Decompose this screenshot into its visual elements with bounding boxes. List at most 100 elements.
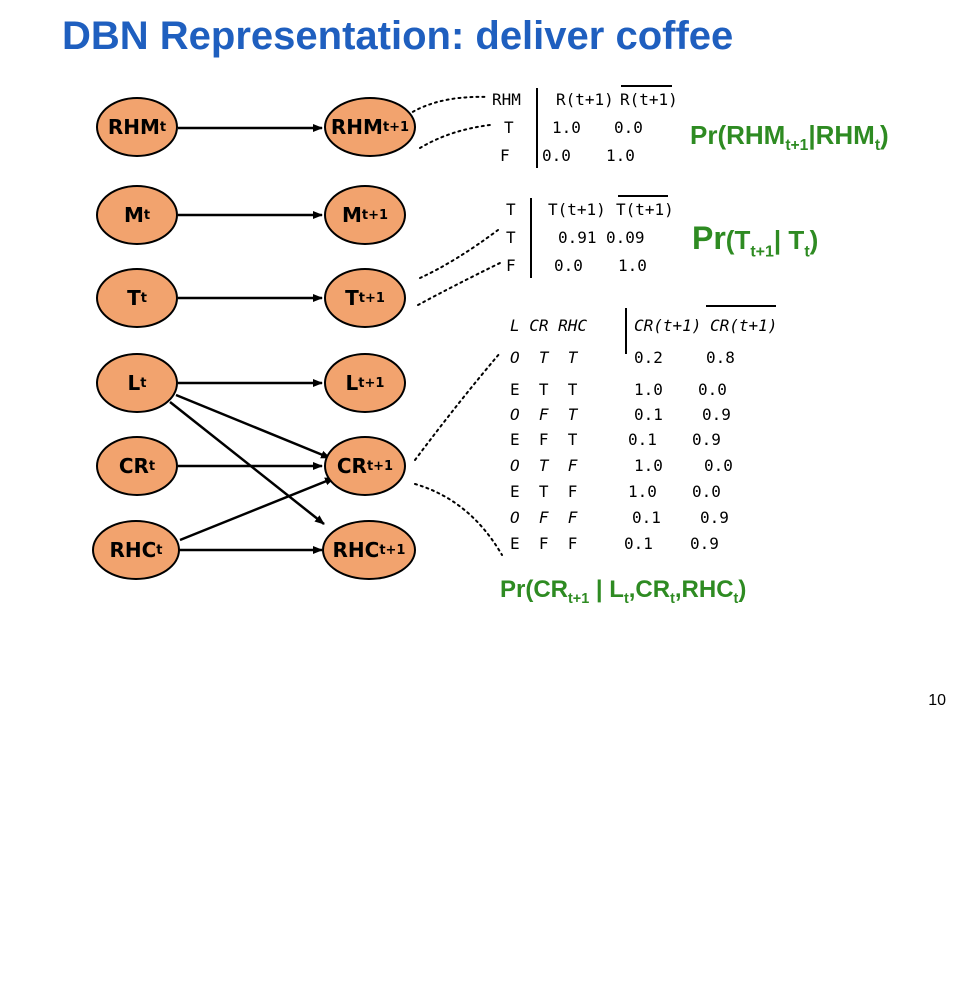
table-cell: 0.0 [698,380,727,399]
node-label: RHM [107,115,160,139]
node-label: T [127,286,141,310]
node-subscript: t+1 [361,207,389,223]
table-header-cell: R(t+1) [620,90,678,109]
table-header-cell: R(t+1) [556,90,614,109]
table-header-cell: L CR RHC [510,316,588,335]
table-cell: 1.0 [552,118,581,137]
table-cell: E F T [510,430,578,449]
table-cell: 0.1 [634,405,663,424]
table-cell: E F F [510,534,578,553]
label-part: |RHM [808,120,875,150]
node-subscript: t+1 [358,375,385,391]
label-part: ,RHC [674,576,734,603]
node-subscript: t+1 [382,119,410,135]
dots-rhm-2 [419,124,491,149]
node-subscript: t+1 [379,542,406,558]
node-subscript: t [140,290,147,306]
label-pr-cr: Pr(CRt+1 | Lt,CRt,RHCt) [500,576,746,607]
node-subscript: t+1 [358,290,385,306]
table-cell: 0.2 [634,348,663,367]
t-cpt-table: T T(t+1) T(t+1) T 0.91 0.09 F 0.0 1.0 [506,200,674,390]
table-cell: 0.9 [700,508,729,527]
node-label: L [345,371,359,395]
label-part: ) [809,225,819,255]
label-part: ) [738,576,747,603]
table-cell: 1.0 [606,146,635,165]
table-cell: T [506,228,516,247]
table-cell: 0.0 [554,256,583,275]
table-cell: F [506,256,516,275]
dots-cr-2 [414,483,503,556]
label-subscript: t+1 [750,243,774,261]
table-cell: 0.1 [628,430,657,449]
page-number: 10 [928,692,946,709]
node-label: M [341,203,362,227]
table-header-cell: CR(t+1) [634,316,702,335]
node-subscript: t [148,458,156,474]
table-cell: 0.9 [702,405,731,424]
table-cell: 0.9 [692,430,721,449]
node-label: CR [118,454,149,478]
dots-cr-1 [414,352,501,461]
label-subscript: t [874,137,881,155]
table-header-cell: CR(t+1) [710,316,778,335]
arc-l-to-cr [175,393,331,460]
table-cell: 0.0 [704,456,733,475]
label-part: | T [773,225,805,255]
table-cell: O F T [510,405,578,424]
table-cell: 0.1 [624,534,653,553]
label-part: ,CR [628,576,671,603]
table-cell: 0.0 [542,146,571,165]
table-cell: E T F [510,482,578,501]
table-cell: 1.0 [634,380,663,399]
page-title: DBN Representation: deliver coffee [62,14,734,58]
table-cell: O T F [510,456,578,475]
node-label: M [123,203,144,227]
node-subscript: t [159,119,167,135]
node-label: L [127,371,141,395]
node-subscript: t [140,375,147,391]
table-cell: E T T [510,380,578,399]
cr-cpt-table: L CR RHC CR(t+1) CR(t+1) O T T 0.2 0.8 E… [510,316,777,1000]
label-subscript: t+1 [568,590,590,607]
node-subscript: t+1 [366,458,394,474]
node-label: T [345,286,359,310]
table-cell: 1.0 [628,482,657,501]
label-part: Pr( [690,120,727,150]
table-header-cell: RHM [492,90,521,109]
table-cell: O F F [510,508,578,527]
label-part: Pr( [500,576,534,603]
table-cell: 0.1 [632,508,661,527]
dots-t-2 [417,262,501,306]
dots-t-1 [419,229,499,279]
rhm-cpt-table: RHM R(t+1) R(t+1) T 1.0 0.0 F 0.0 1.0 [492,90,678,280]
label-subscript: t [804,243,810,261]
label-subscript: t+1 [785,137,809,155]
node-label: RHM [330,115,383,139]
label-subscript: t [623,590,629,607]
table-cell: O T T [510,348,578,367]
table-cell: 0.0 [614,118,643,137]
label-part: ) [880,120,889,150]
table-header-cell: T [506,200,516,219]
table-cell: 0.91 [558,228,597,247]
table-cell: 0.9 [690,534,719,553]
label-subscript: t [733,590,739,607]
label-pr-rhm: Pr(RHMt+1|RHMt) [690,120,889,155]
table-header-cell: T(t+1) [548,200,606,219]
label-subscript: t [670,590,675,607]
label-part: (T [725,225,751,255]
node-label: RHC [332,538,380,562]
network-diagram [169,85,776,556]
